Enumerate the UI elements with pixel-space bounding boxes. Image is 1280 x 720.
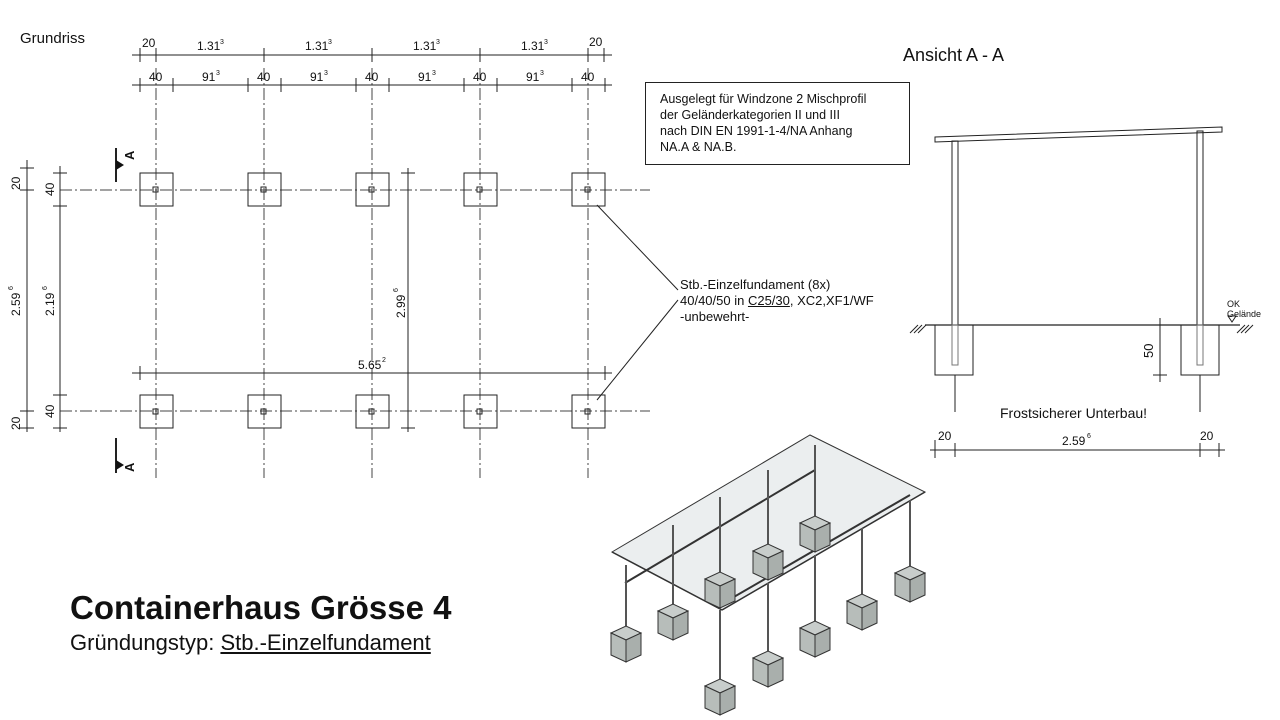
page-title: Containerhaus Grösse 4 (70, 589, 452, 626)
dim-sup: 3 (432, 70, 436, 77)
dim-chain-top-outer (132, 48, 612, 62)
footing-callout: Stb.-Einzelfundament (8x) 40/40/50 in C2… (680, 277, 874, 325)
dim-label: 1.31 (305, 39, 329, 53)
dim-label: 40 (257, 70, 271, 84)
dim-label-span: 5.65 (358, 358, 382, 372)
dim-label: 40 (473, 70, 487, 84)
dim-label: 40 (43, 404, 57, 418)
note-line: nach DIN EN 1991-1-4/NA Anhang (660, 124, 853, 138)
dim-sup: 3 (324, 70, 328, 77)
page-subtitle: Gründungstyp: Stb.-Einzelfundament (70, 628, 451, 658)
dim-sup: 6 (1087, 433, 1091, 440)
callout-line-2: 40/40/50 in C25/30, XC2,XF1/WF (680, 293, 874, 309)
dim-labels-top-inner: 40 91 3 40 91 3 40 91 3 40 91 3 40 (149, 70, 595, 84)
callout-concrete-class: C25/30 (747, 293, 790, 308)
dim-sup: 3 (436, 39, 440, 46)
plan-view (20, 48, 679, 478)
callout-line-2-prefix: 40/40/50 in (680, 293, 748, 308)
note-line: Ausgelegt für Windzone 2 Mischprofil (660, 92, 867, 106)
dim-label: 20 (142, 36, 156, 50)
callout-line-2-suffix: , XC2,XF1/WF (789, 293, 874, 308)
dim-label: 91 (202, 70, 216, 84)
dim-center-vertical (401, 168, 415, 432)
foundation-type-link[interactable]: Stb.-Einzelfundament (220, 630, 431, 655)
dim-chain-top-inner (132, 78, 612, 92)
frost-note: Frostsicherer Unterbau! (1000, 405, 1147, 421)
dim-sup: 3 (540, 70, 544, 77)
section-title: Ansicht A - A (903, 45, 1004, 65)
dim-sup: 3 (328, 39, 332, 46)
callout-line-3: -unbewehrt- (680, 309, 750, 324)
iso-posts (625, 445, 911, 695)
callout-line-1: Stb.-Einzelfundament (8x) (680, 277, 831, 292)
dim-label: 91 (310, 70, 324, 84)
isometric-view (610, 434, 927, 695)
dim-sup: 3 (220, 39, 224, 46)
dim-label: 20 (1200, 429, 1214, 443)
section-letter-bottom: A (122, 462, 137, 472)
dim-label: 91 (526, 70, 540, 84)
dim-label: 40 (365, 70, 379, 84)
dim-labels-left: 20 2.59 6 20 40 2.19 6 40 2.99 6 (8, 176, 408, 430)
plan-title: Grundriss (20, 30, 85, 47)
dim-label: 2.19 (43, 292, 57, 316)
section-letter-top: A (122, 150, 137, 160)
plan-footings (139, 172, 606, 429)
depth-dim-label: 50 (1141, 344, 1156, 358)
dim-sup: 2 (382, 357, 386, 364)
dim-label: 91 (418, 70, 432, 84)
dim-span-horizontal (132, 366, 612, 380)
dim-label: 1.31 (521, 39, 545, 53)
title-block: Containerhaus Grösse 4 Gründungstyp: Stb… (70, 588, 451, 658)
ground-label-gelaende: Gelände (1227, 309, 1261, 319)
note-line: NA.A & NA.B. (660, 140, 737, 154)
note-line: der Geländerkategorien II und III (660, 108, 840, 122)
dim-label: 20 (938, 429, 952, 443)
dim-sup: 6 (8, 286, 15, 290)
section-marker-bottom (115, 438, 124, 473)
dim-label: 20 (9, 416, 23, 430)
dim-label: 40 (43, 182, 57, 196)
dim-label: 1.31 (197, 39, 221, 53)
dim-sup: 6 (42, 286, 49, 290)
dim-sup: 6 (393, 288, 400, 292)
dim-label: 2.59 (9, 292, 23, 316)
dim-chain-left (20, 160, 67, 432)
dim-labels-top-outer: 20 1.31 3 1.31 3 1.31 3 1.31 3 20 (142, 35, 603, 53)
iso-footings (609, 515, 927, 716)
dim-label: 20 (9, 176, 23, 190)
plan-axes (60, 68, 650, 478)
dim-label: 40 (149, 70, 163, 84)
dim-label: 40 (581, 70, 595, 84)
section-view (909, 126, 1254, 458)
dim-label: 20 (589, 35, 603, 49)
dim-label: 2.59 (1062, 434, 1086, 448)
dim-label: 2.99 (394, 294, 408, 318)
design-note-box: Ausgelegt für Windzone 2 Mischprofil der… (645, 82, 910, 165)
ground-label-ok: OK (1227, 299, 1240, 309)
dim-sup: 3 (544, 39, 548, 46)
subtitle-prefix: Gründungstyp: (70, 630, 221, 655)
section-marker-top (115, 148, 124, 182)
dim-sup: 3 (216, 70, 220, 77)
callout-leaders (596, 204, 679, 401)
dim-label: 1.31 (413, 39, 437, 53)
